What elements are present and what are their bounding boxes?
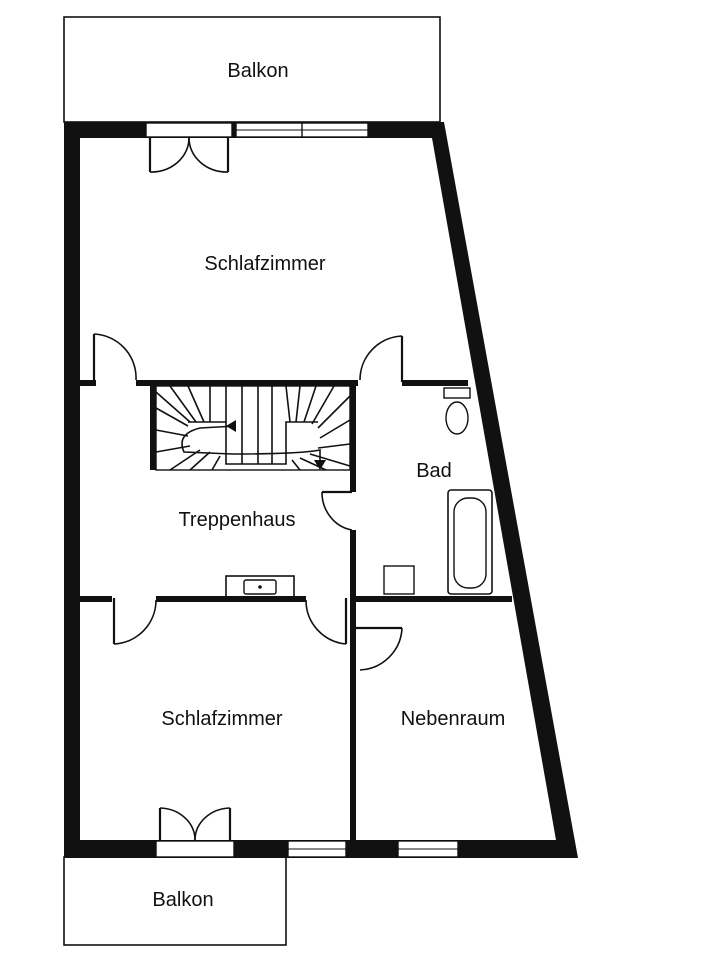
door-bottom-middle [305, 598, 348, 645]
label-bad: Bad [416, 460, 452, 482]
bathtub [447, 489, 493, 595]
toilet [443, 387, 471, 435]
bottom-windows [155, 840, 459, 858]
door-bad [321, 490, 353, 531]
door-top-left [92, 333, 137, 382]
bottom-balcony-double-door [158, 807, 232, 841]
label-schlafzimmer-bottom: Schlafzimmer [161, 708, 282, 730]
staircase [155, 385, 351, 471]
label-schlafzimmer-top: Schlafzimmer [204, 253, 325, 275]
door-top-right [359, 335, 404, 382]
outer-walls [64, 122, 578, 858]
top-windows [145, 122, 369, 138]
top-balcony-double-door [148, 137, 230, 173]
label-balkon-bottom: Balkon [152, 889, 213, 911]
label-balkon-top: Balkon [227, 60, 288, 82]
bad-cabinet [383, 565, 415, 595]
door-bottom-left [112, 598, 157, 645]
sink [225, 575, 295, 599]
interior-walls [80, 380, 512, 840]
door-nebenraum [356, 626, 403, 671]
label-treppenhaus: Treppenhaus [178, 509, 295, 531]
label-nebenraum: Nebenraum [401, 708, 506, 730]
